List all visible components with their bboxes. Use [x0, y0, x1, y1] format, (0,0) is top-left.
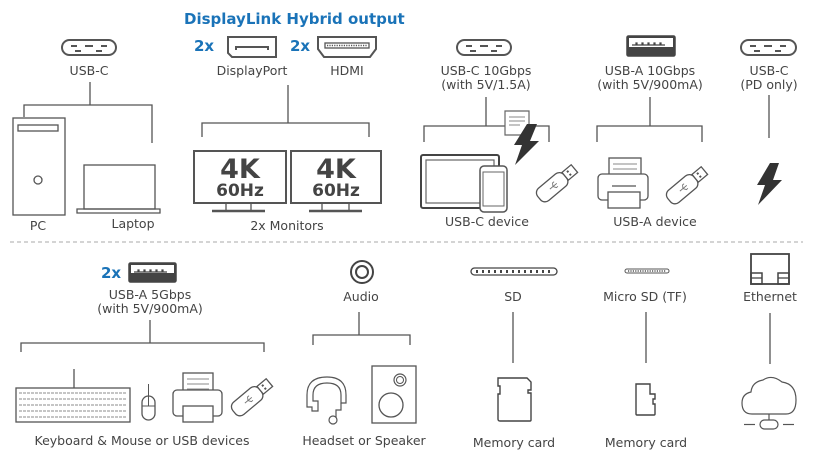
- displayport-icon: [227, 36, 277, 58]
- monitor-icon: [290, 150, 382, 213]
- usb-c-port-icon: [61, 39, 117, 56]
- ethernet-port-label: Ethernet: [743, 289, 797, 304]
- sd-slot-icon: [470, 267, 558, 276]
- sd-memory-card-label: Memory card: [472, 435, 556, 450]
- audio-connector-lines: [312, 312, 411, 345]
- usb-stick-icon: [665, 165, 709, 205]
- printer-icon: [172, 372, 223, 423]
- monitor-1-resolution: 4K: [220, 154, 260, 185]
- usb-c-host-port-label: USB-C: [69, 63, 109, 78]
- monitor-icon: [193, 150, 287, 213]
- microsd-port-label: Micro SD (TF): [603, 289, 687, 304]
- phone-icon: [479, 165, 508, 213]
- monitor-2-resolution: 4K: [316, 154, 356, 185]
- monitor-1-refresh: 60Hz: [216, 181, 264, 201]
- lightning-icon: [514, 124, 539, 165]
- usb-c-pd-label-line1: USB-C: [749, 63, 789, 78]
- usb-a-5g-port-label: USB-A 5Gbps (with 5V/900mA): [97, 288, 203, 316]
- microsd-memory-card-label: Memory card: [604, 435, 688, 450]
- monitor-2-spec: 4K 60Hz: [312, 156, 360, 200]
- hdmi-multiplier: 2x: [290, 37, 311, 55]
- usb-stick-icon: [230, 377, 274, 417]
- headset-speaker-label: Headset or Speaker: [302, 433, 426, 448]
- usb-stick-icon: [535, 163, 579, 203]
- usb-c-10g-label-line2: (with 5V/1.5A): [441, 77, 531, 92]
- usb-a-port-icon: [128, 262, 177, 283]
- usb-c-port-icon: [740, 39, 797, 56]
- sd-card-icon: [497, 377, 532, 422]
- lightning-icon: [757, 163, 782, 205]
- mouse-icon: [141, 384, 156, 421]
- usb-a-10g-label-line2: (with 5V/900mA): [597, 77, 703, 92]
- microsd-slot-icon: [624, 268, 670, 274]
- displayport-label: DisplayPort: [216, 63, 288, 78]
- displayport-multiplier: 2x: [194, 37, 215, 55]
- cloud-network-icon: [741, 376, 797, 430]
- hdmi-icon: [317, 36, 377, 58]
- microsd-card-icon: [635, 383, 656, 416]
- pc-label: PC: [29, 218, 47, 233]
- usb-c-10g-port-label: USB-C 10Gbps (with 5V/1.5A): [441, 64, 532, 92]
- keyboard-mouse-usb-label: Keyboard & Mouse or USB devices: [34, 433, 250, 448]
- headset-icon: [306, 376, 347, 425]
- usb-c-device-label: USB-C device: [445, 214, 529, 229]
- keyboard-icon: [15, 387, 131, 423]
- usb-a-10g-port-label: USB-A 10Gbps (with 5V/900mA): [597, 64, 703, 92]
- speaker-icon: [371, 365, 417, 424]
- usb-c-host-connector-lines: [23, 82, 153, 143]
- video-connector-lines: [201, 85, 370, 137]
- usb-c-10g-label-line1: USB-C 10Gbps: [440, 63, 532, 78]
- audio-jack-icon: [350, 260, 374, 284]
- sd-port-label: SD: [504, 289, 522, 304]
- usb-a-5g-label-line1: USB-A 5Gbps: [108, 287, 192, 302]
- pc-tower-icon: [12, 117, 66, 216]
- monitor-1-spec: 4K 60Hz: [216, 156, 264, 200]
- usb-c-port-icon: [456, 39, 512, 56]
- monitor-2-refresh: 60Hz: [312, 181, 360, 201]
- displaylink-title: DisplayLink Hybrid output: [184, 10, 405, 28]
- hdmi-label: HDMI: [330, 63, 364, 78]
- usb-c-pd-label-line2: (PD only): [740, 77, 798, 92]
- usb-a-port-icon: [626, 35, 676, 57]
- printer-icon: [597, 157, 649, 209]
- usb-c-10g-connector-lines: [423, 97, 550, 142]
- laptop-icon: [76, 164, 161, 214]
- ethernet-port-icon: [750, 253, 790, 285]
- usb-a-5g-connector-lines: [20, 320, 265, 388]
- laptop-label: Laptop: [111, 216, 155, 231]
- usb-a-device-label: USB-A device: [613, 214, 697, 229]
- monitors-label: 2x Monitors: [250, 218, 324, 233]
- usb-a-10g-label-line1: USB-A 10Gbps: [604, 63, 696, 78]
- usb-a-5g-multiplier: 2x: [101, 264, 122, 282]
- audio-port-label: Audio: [343, 289, 379, 304]
- usb-a-10g-connector-lines: [596, 97, 703, 142]
- usb-c-pd-port-label: USB-C (PD only): [740, 64, 797, 92]
- usb-a-5g-label-line2: (with 5V/900mA): [97, 301, 203, 316]
